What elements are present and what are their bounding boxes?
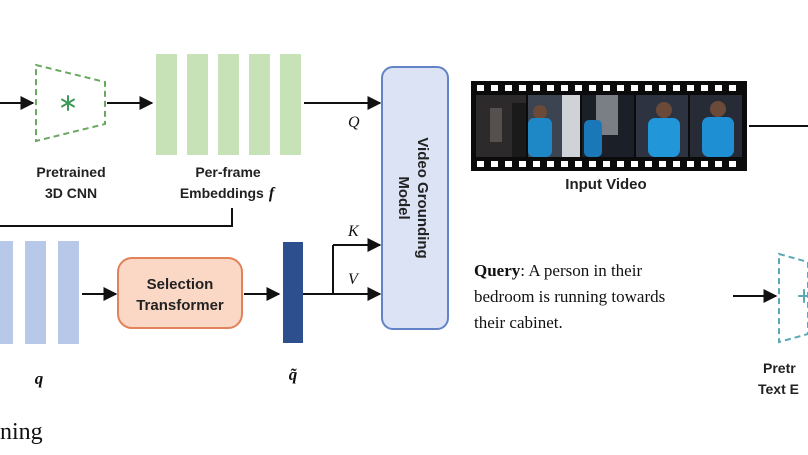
frame-embeddings-bars — [156, 54, 301, 155]
filmstrip-bottom-holes — [477, 161, 736, 167]
video-frame — [528, 95, 580, 157]
arrow-label-q: Q — [348, 114, 360, 131]
snowflake-icon — [61, 95, 75, 111]
text-encoder-block — [778, 252, 808, 344]
query-token-bar — [25, 241, 46, 344]
embeddings-feedback-line — [0, 208, 233, 227]
text-encoder-label-line1: Pretr — [763, 360, 796, 376]
pretrained-cnn-block — [35, 63, 106, 143]
video-frame — [636, 95, 688, 157]
frame-embedding-bar — [187, 54, 208, 155]
input-video-filmstrip — [471, 81, 747, 171]
query-label: Query — [474, 261, 521, 280]
query-token-bars — [0, 241, 79, 344]
query-token-bar — [0, 241, 13, 344]
query-text-line2: bedroom is running towards — [474, 287, 665, 306]
selection-transformer-label-line2: Transformer — [136, 297, 224, 314]
query-token-bar — [58, 241, 79, 344]
pretrained-cnn-label-line1: Pretrained — [36, 164, 105, 180]
video-grounding-model-label-line2: Model — [395, 176, 412, 219]
selected-tokens-symbol: q̃ — [289, 365, 298, 384]
text-encoder-trapezoid — [778, 252, 808, 344]
left-caption-fragment: ning — [0, 419, 43, 445]
video-grounding-model-label: Video Grounding Model — [395, 137, 431, 258]
arrow-label-v: V — [348, 271, 360, 288]
frame-embedding-bar — [249, 54, 270, 155]
frame-embedding-bar — [156, 54, 177, 155]
video-frame — [476, 95, 526, 157]
selection-transformer-box — [117, 257, 243, 329]
selected-token-bar — [283, 242, 303, 343]
filmstrip-top-holes — [477, 85, 736, 91]
pretrained-cnn-label-line2: 3D CNN — [45, 185, 97, 201]
video-grounding-model-box — [381, 66, 449, 330]
pretrained-cnn-trapezoid — [35, 63, 106, 143]
video-frame — [690, 95, 742, 157]
video-frame — [582, 95, 634, 157]
frame-embedding-bar — [218, 54, 239, 155]
frame-embedding-bar — [280, 54, 301, 155]
query-text-line3: their cabinet. — [474, 313, 563, 332]
query-text-line1: Query: A person in their — [474, 261, 642, 280]
input-video-caption: Input Video — [565, 176, 646, 193]
snowflake-icon — [798, 289, 808, 303]
text-encoder-label-line2: Text E — [758, 381, 799, 397]
video-grounding-model-label-line1: Video Grounding — [414, 137, 431, 258]
frame-embeddings-label-line1: Per-frame — [195, 164, 261, 180]
selection-transformer-label-line1: Selection — [147, 276, 214, 293]
query-tokens-symbol: q — [35, 369, 44, 388]
arrow-label-k: K — [347, 223, 360, 240]
